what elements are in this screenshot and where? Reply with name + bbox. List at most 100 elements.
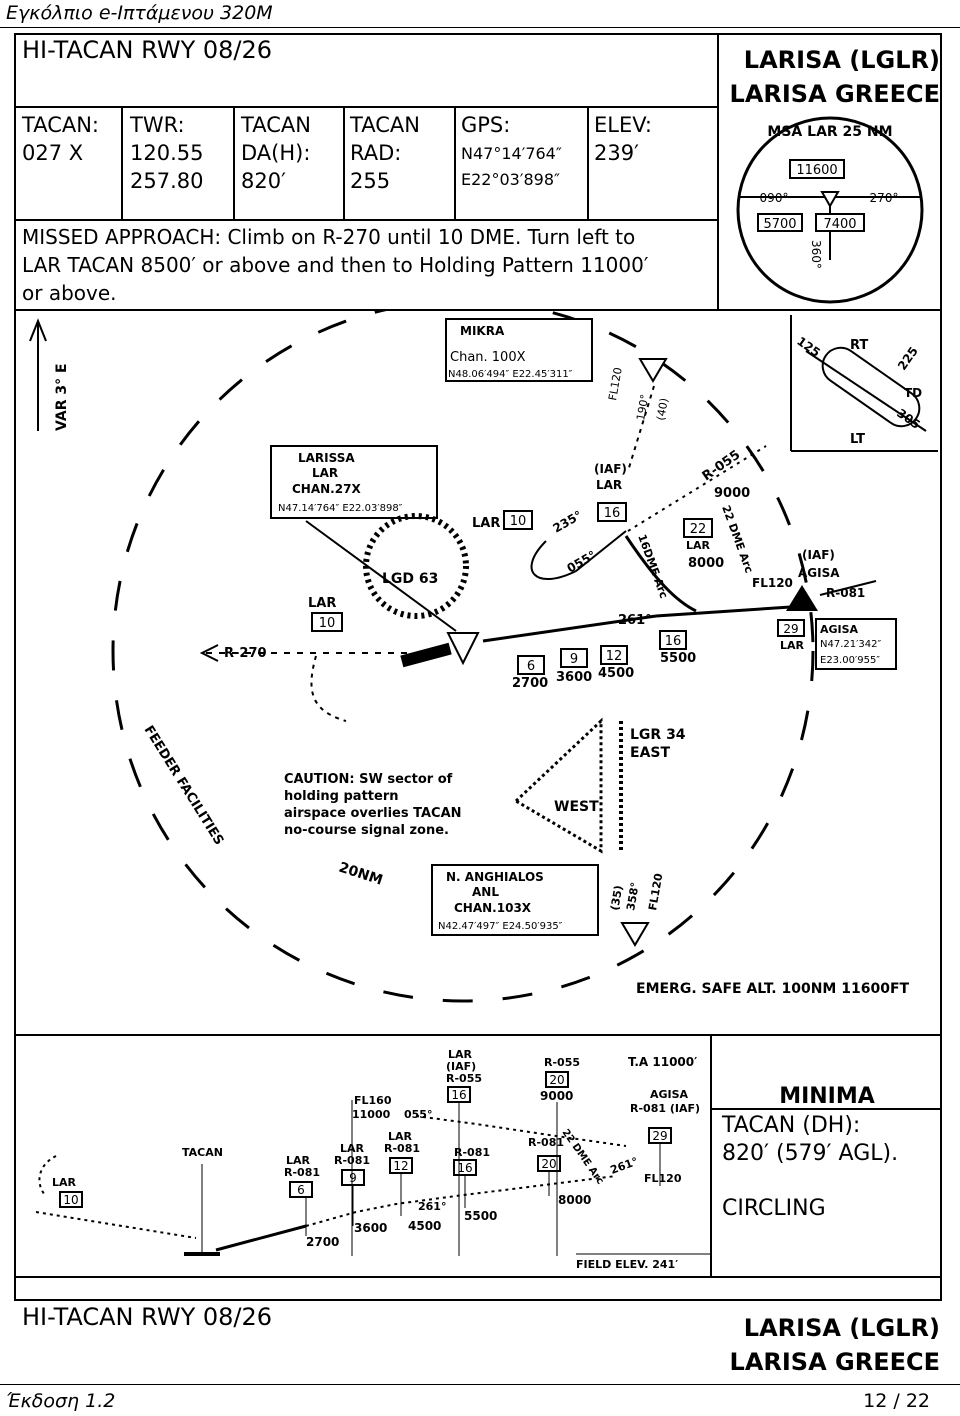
edition-label: Έκδοση 1.2 — [6, 1390, 116, 1412]
col-divider — [587, 107, 589, 220]
info-divider — [16, 106, 718, 108]
r081-20: R-081 — [528, 1136, 564, 1149]
airport-country: LARISA GREECE — [729, 80, 940, 108]
r055-alt: 9000 — [540, 1089, 573, 1103]
plan-top-divider — [16, 309, 942, 311]
dme-16: 16 — [457, 1161, 472, 1175]
r081-label: R-081 — [826, 586, 865, 600]
hold-td: TD — [904, 386, 922, 400]
missed-approach-line2: LAR TACAN 8500′ or above and then to Hol… — [22, 253, 649, 277]
approach-chart-frame — [14, 33, 942, 1301]
msa-bottom-bearing: 360° — [809, 240, 823, 269]
dme22-profile: 22 DME Arc — [560, 1127, 606, 1186]
profile-bottom-divider — [16, 1276, 942, 1278]
feeder-label: FEEDER FACILITIES — [141, 723, 227, 848]
twr-freq-1: 120.55 — [130, 141, 204, 165]
tacan-profile: TACAN — [182, 1146, 223, 1159]
tacan-value: 027 X — [22, 141, 84, 165]
lar-iaf-3: R-055 — [446, 1072, 482, 1085]
hold-225: 225 — [895, 344, 921, 373]
alt9000: 9000 — [714, 486, 750, 501]
da-label-2: DA(H): — [241, 141, 311, 165]
hold-lt: LT — [850, 432, 865, 447]
alt8000-profile: 8000 — [558, 1193, 591, 1207]
lar22: 22 — [690, 522, 707, 537]
larissa-coord: N47.14′764″ E22.03′898″ — [278, 503, 403, 514]
lar6-dme: 6 — [297, 1183, 305, 1197]
tacan-label: TACAN: — [22, 113, 100, 137]
book-header: Εγκόλπιο e-Ιπτάμενου 320M — [6, 2, 273, 24]
dme6: 6 — [527, 659, 535, 674]
lar10a-label: LAR — [472, 516, 500, 531]
larissa-id: LAR — [312, 466, 338, 480]
airport-code: LARISA (LGLR) — [743, 46, 940, 74]
r261b-profile: 261° — [418, 1200, 446, 1213]
profile-top-divider — [16, 1034, 942, 1036]
agisa-box-dme: 29 — [783, 622, 798, 636]
lar-label: LAR — [596, 478, 622, 492]
lar-iaf-1: LAR — [448, 1048, 473, 1061]
gps-lat: N47°14′764″ — [461, 144, 562, 163]
lgr34-label: LGR 34 — [630, 727, 686, 743]
larissa-name: LARISSA — [298, 451, 355, 465]
col-divider — [343, 107, 345, 220]
gps-lon: E22°03′898″ — [461, 170, 560, 189]
fl160: FL160 — [354, 1094, 392, 1107]
info-right-divider — [717, 35, 719, 311]
agisa-label: AGISA — [798, 566, 840, 580]
r081-16: R-081 — [454, 1146, 490, 1159]
rad-label-2: RAD: — [350, 141, 402, 165]
fl120-profile: FL120 — [644, 1172, 682, 1185]
bearing-190: 190° — [634, 393, 651, 421]
footer-airport-code: LARISA (LGLR) — [743, 1314, 940, 1342]
dist-40: (40) — [654, 397, 671, 422]
minima-title: MINIMA — [779, 1084, 875, 1109]
caution-line3: airspace overlies TACAN — [284, 806, 462, 821]
footer-airport-country: LARISA GREECE — [729, 1348, 940, 1376]
r261-profile: 261° — [609, 1155, 640, 1177]
dme9: 9 — [570, 652, 578, 667]
lar10-profile: LAR — [52, 1176, 77, 1189]
lar9-dme: 9 — [349, 1171, 357, 1185]
msa-left-alt: 5700 — [763, 217, 796, 232]
chart-title: HI-TACAN RWY 08/26 — [22, 36, 273, 64]
alt3600-profile: 3600 — [354, 1221, 387, 1235]
field-elev: FIELD ELEV. 241′ — [576, 1258, 678, 1271]
agisa-box-lat: N47.21′342″ — [820, 639, 881, 650]
alt4500-profile: 4500 — [408, 1219, 441, 1233]
col-divider — [233, 107, 235, 220]
lar6: LAR — [286, 1154, 311, 1167]
r055-dme: 20 — [549, 1073, 564, 1087]
caution-line1: CAUTION: SW sector of — [284, 772, 453, 787]
da-value: 820′ — [241, 169, 286, 193]
dme16: 16 — [665, 634, 682, 649]
col-divider — [121, 107, 123, 220]
missed-approach-line1: MISSED APPROACH: Climb on R-270 until 10… — [22, 225, 636, 249]
plan-view: VAR 3° E MIKRA Chan. 100X N48.06′494″ E2… — [29, 311, 938, 1003]
variation-label: VAR 3° E — [54, 363, 70, 431]
lar-mid-dme: 12 — [393, 1159, 408, 1173]
col-divider — [454, 107, 456, 220]
anghialos-coord: N42.47′497″ E24.50′935″ — [438, 921, 563, 932]
anghialos-name: N. ANGHIALOS — [446, 870, 544, 884]
msa-left-bearing: 090° — [760, 191, 789, 205]
lar-iaf-dme: 16 — [451, 1088, 466, 1102]
fl120-right: FL120 — [752, 576, 793, 590]
r055-radial: R-055 — [700, 448, 743, 485]
lar10a-value: 10 — [510, 514, 527, 529]
msa-diagram: MSA LAR 25 NM 11600 090° 270° 5700 7400 … — [736, 116, 924, 304]
agisa-profile: AGISA — [650, 1088, 689, 1101]
alt5500: 5500 — [660, 651, 696, 666]
lar16: 16 — [604, 506, 621, 521]
minima-divider — [710, 1036, 712, 1276]
footer-rule — [0, 1384, 960, 1385]
agisa-box-name: AGISA — [820, 623, 859, 636]
west-label: WEST — [554, 799, 599, 815]
gps-label: GPS: — [461, 113, 511, 137]
twr-freq-2: 257.80 — [130, 169, 204, 193]
mikra-chan: Chan. 100X — [450, 350, 526, 365]
emerg-safe-alt: EMERG. SAFE ALT. 100NM 11600FT — [636, 981, 910, 997]
fl120-top: FL120 — [606, 366, 625, 401]
header-rule — [0, 27, 960, 28]
larissa-chan: CHAN.27X — [292, 482, 361, 496]
